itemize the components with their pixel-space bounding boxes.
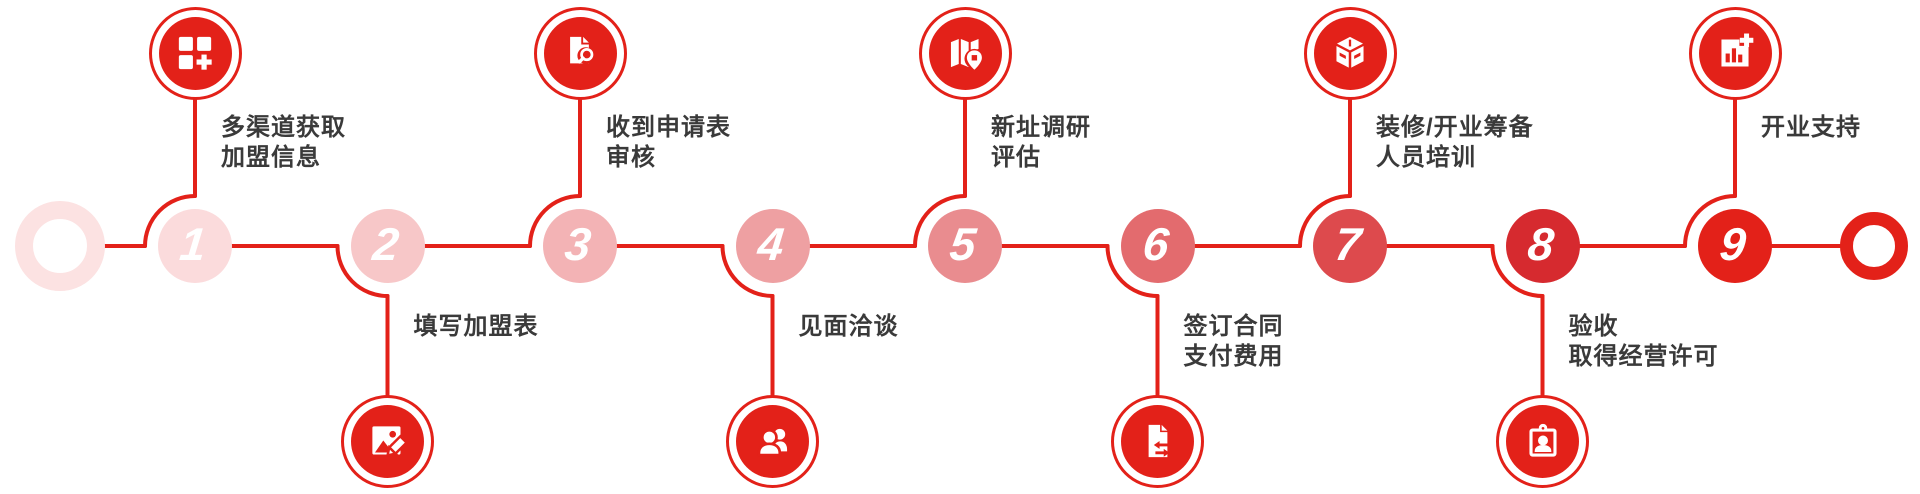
step-5-circle: 5 <box>928 209 1002 283</box>
step-3-label-line: 审核 <box>606 144 656 171</box>
step-1-circle: 1 <box>158 209 232 283</box>
step-2-label-line: 填写加盟表 <box>413 313 539 340</box>
document-transfer-icon <box>1148 424 1169 458</box>
step-9-circle: 9 <box>1698 209 1772 283</box>
start-node-ring <box>15 201 105 291</box>
connector-line <box>143 194 197 248</box>
step-5-icon-circle <box>918 6 1012 100</box>
step-4-icon-fill <box>736 404 809 478</box>
chart-plus-icon <box>1721 33 1754 67</box>
step-7-label: 装修/开业筹备人员培训 <box>1376 113 1534 173</box>
step-6-icon-fill <box>1121 404 1194 478</box>
step-6-icon-circle <box>1111 394 1204 488</box>
connector-line <box>720 244 775 298</box>
step-6-number: 6 <box>1140 218 1172 270</box>
apps-plus-icon <box>178 36 212 70</box>
step-4-label: 见面洽谈 <box>799 312 899 342</box>
step-3-label-line: 收到申请表 <box>606 114 731 141</box>
step-1-icon-circle <box>148 6 242 100</box>
step-9-number: 9 <box>1717 218 1749 270</box>
step-9-label: 开业支持 <box>1761 113 1861 143</box>
step-7-circle: 7 <box>1313 209 1387 283</box>
step-1-number: 1 <box>177 218 209 270</box>
step-2-number: 2 <box>370 218 402 270</box>
cube-icon <box>1336 36 1364 68</box>
step-5-label-line: 新址调研 <box>991 114 1091 141</box>
step-8-label-line: 取得经营许可 <box>1568 343 1719 370</box>
step-6-label-line: 支付费用 <box>1183 343 1284 370</box>
step-4-circle: 4 <box>735 209 810 283</box>
step-8-label-line: 验收 <box>1568 313 1619 340</box>
step-3-circle: 3 <box>543 209 617 283</box>
step-7-icon-fill <box>1313 16 1387 90</box>
connector-line <box>1683 194 1737 248</box>
step-1-label: 多渠道获取加盟信息 <box>221 113 346 173</box>
step-2-circle: 2 <box>350 209 425 283</box>
map-pin-icon <box>950 38 985 70</box>
step-5-number: 5 <box>947 218 979 270</box>
end-node-ring <box>1840 212 1908 280</box>
step-1-icon-fill <box>158 16 232 90</box>
step-4-icon-circle <box>726 394 819 488</box>
step-3-label: 收到申请表审核 <box>606 113 731 173</box>
users-icon <box>757 428 787 457</box>
step-8-icon-fill <box>1506 404 1579 478</box>
step-8-number: 8 <box>1525 218 1557 270</box>
step-9-icon-circle <box>1688 6 1782 100</box>
step-4-label-line: 见面洽谈 <box>798 313 899 340</box>
connector-line <box>335 244 390 298</box>
step-6-circle: 6 <box>1120 209 1195 283</box>
connector-line <box>528 194 582 248</box>
step-3-number: 3 <box>562 218 594 270</box>
step-8-circle: 8 <box>1505 209 1580 283</box>
connector-line <box>1105 244 1160 298</box>
step-3-icon-circle <box>533 6 627 100</box>
step-2-icon-fill <box>351 404 424 478</box>
step-5-label: 新址调研评估 <box>991 113 1091 173</box>
step-1-label-line: 多渠道获取 <box>221 114 346 141</box>
connector-line <box>1298 194 1352 248</box>
step-5-icon-fill <box>928 16 1002 90</box>
step-5-label-line: 评估 <box>991 144 1041 171</box>
step-8-icon-circle <box>1496 394 1589 488</box>
step-9-label-line: 开业支持 <box>1761 114 1861 141</box>
step-2-label: 填写加盟表 <box>414 312 539 342</box>
step-3-icon-fill <box>543 16 617 90</box>
step-4-number: 4 <box>755 218 787 270</box>
step-9-icon-fill <box>1698 16 1772 90</box>
step-1-label-line: 加盟信息 <box>221 144 321 171</box>
connector-line <box>913 194 967 248</box>
step-7-number: 7 <box>1332 218 1364 270</box>
step-7-label-line: 装修/开业筹备 <box>1376 114 1534 141</box>
step-2-icon-circle <box>341 394 434 488</box>
id-badge-icon <box>1528 423 1557 457</box>
step-7-label-line: 人员培训 <box>1376 144 1476 171</box>
image-edit-icon <box>371 426 408 457</box>
step-6-label-line: 签订合同 <box>1183 313 1284 340</box>
step-7-icon-circle <box>1303 6 1397 100</box>
connector-line <box>1490 244 1545 298</box>
document-search-icon <box>570 36 595 64</box>
step-8-label: 验收取得经营许可 <box>1569 312 1719 372</box>
step-6-label: 签订合同支付费用 <box>1184 312 1284 372</box>
